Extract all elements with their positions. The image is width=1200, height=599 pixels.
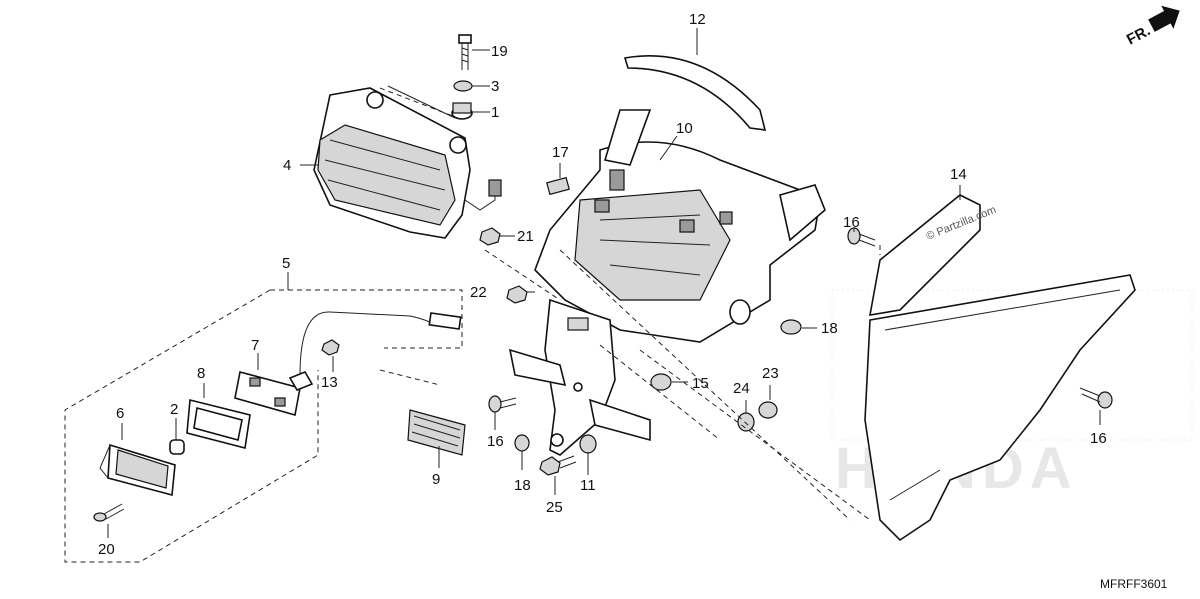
callout-19: 19 (491, 43, 508, 60)
callout-17: 17 (552, 144, 569, 161)
part-rubber-15 (650, 373, 672, 391)
fr-label: FR. (1124, 22, 1153, 48)
part-collar-3 (453, 80, 473, 92)
callout-10: 10 (676, 120, 693, 137)
callout-18-center: 18 (514, 477, 531, 494)
callout-8: 8 (197, 365, 205, 382)
part-socket-7 (234, 371, 314, 417)
callout-1: 1 (491, 104, 499, 121)
part-screw-16-upper-right (847, 227, 876, 247)
callout-6: 6 (116, 405, 124, 422)
diagram-code: MFRFF3601 (1100, 577, 1168, 591)
part-clip-17 (546, 176, 570, 196)
callout-25: 25 (546, 499, 563, 516)
callout-3: 3 (491, 78, 499, 95)
callout-16-upper-right: 16 (843, 214, 860, 231)
part-fender-stay (864, 194, 1136, 542)
part-tail-light (313, 85, 502, 239)
part-nut-21 (479, 227, 501, 246)
part-screw-20 (93, 503, 125, 522)
leader-lines (107, 28, 1101, 538)
callout-16-center: 16 (487, 433, 504, 450)
part-screw-16-center (488, 395, 517, 413)
callout-13: 13 (321, 374, 338, 391)
callout-5: 5 (282, 255, 290, 272)
part-nut-23 (758, 401, 778, 419)
front-direction-indicator: FR. (1124, 5, 1180, 49)
part-bulb-2 (169, 432, 185, 455)
part-nut-13 (321, 339, 340, 356)
part-screw-16-lower-right (1079, 387, 1113, 409)
part-screw-19 (458, 34, 472, 70)
callout-11: 11 (580, 477, 596, 494)
fr-arrow-icon (1148, 5, 1180, 32)
part-rear-fender-10 (534, 109, 826, 343)
callout-22: 22 (470, 284, 487, 301)
callout-4: 4 (283, 157, 291, 174)
part-gasket-8 (186, 398, 251, 449)
part-nut-22 (506, 285, 528, 304)
part-grommet-18-center (514, 434, 530, 452)
callout-7: 7 (251, 337, 259, 354)
callout-9: 9 (432, 471, 440, 488)
part-license-bracket (508, 298, 651, 456)
callout-labels: 19 3 1 4 12 10 17 21 22 5 7 8 13 6 2 9 1… (98, 11, 1107, 558)
part-strip-12 (623, 55, 767, 131)
callout-15: 15 (692, 375, 709, 392)
part-license-light-group-5 (64, 289, 463, 563)
callout-23: 23 (762, 365, 779, 382)
callout-24: 24 (733, 380, 750, 397)
part-license-lens-6 (99, 443, 176, 497)
part-reflector-9 (407, 409, 466, 456)
part-bolt-25 (539, 455, 577, 476)
callout-12: 12 (689, 11, 706, 28)
callout-16-lower-right: 16 (1090, 430, 1107, 447)
callout-18-right: 18 (821, 320, 838, 337)
callout-2: 2 (170, 401, 178, 418)
part-washer-11 (579, 434, 597, 454)
callout-20: 20 (98, 541, 115, 558)
part-grommet-18-right (780, 319, 802, 335)
callout-21: 21 (517, 228, 534, 245)
callout-14: 14 (950, 166, 967, 183)
part-grommet-1 (451, 102, 473, 120)
